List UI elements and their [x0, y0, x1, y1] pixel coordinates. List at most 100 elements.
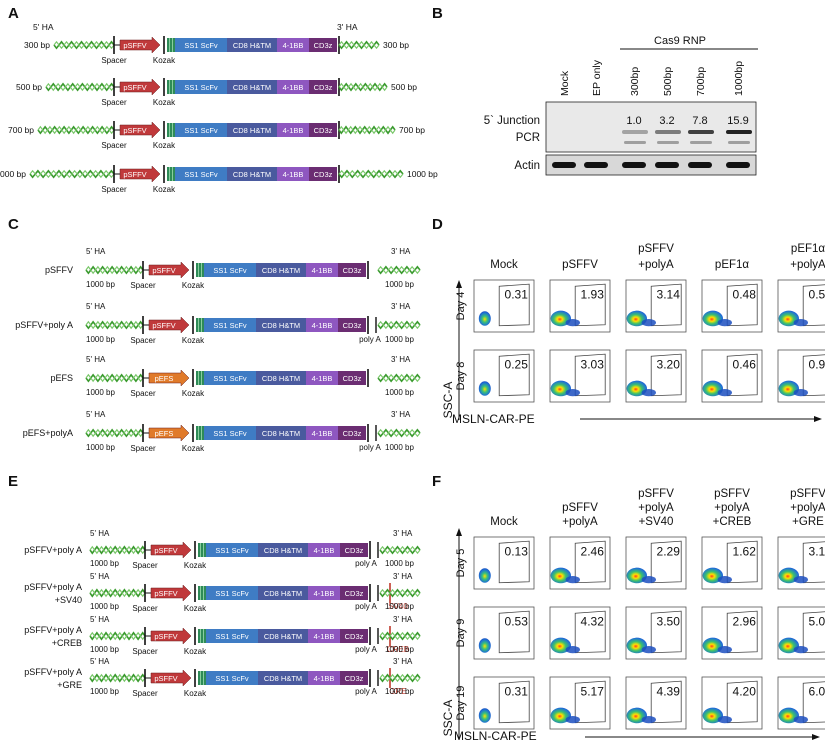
column-header: pSFFV: [638, 243, 674, 255]
flow-plot: 0.48: [701, 279, 763, 333]
ha3-label: 3' HA: [393, 657, 413, 666]
homology-arm-helix: [89, 588, 146, 598]
gate: [574, 680, 606, 724]
cd3z-label: CD3z: [314, 83, 333, 92]
lane-label: 1000bp: [733, 61, 745, 96]
construct-name: +GRE: [57, 680, 82, 690]
homology-arm-helix: [379, 631, 421, 641]
construct-name: pSFFV+poly A: [24, 545, 82, 555]
scfv-segment: [204, 318, 256, 332]
cd3z-segment: [340, 671, 368, 685]
construct-name: pSFFV+poly A: [24, 667, 82, 677]
cell-population: [641, 389, 656, 397]
scfv-label: SS1 ScFv: [213, 266, 247, 275]
cd3z-segment: [338, 371, 366, 385]
promoter-label: pSFFV: [154, 546, 177, 555]
promoter-arrow: [148, 316, 190, 334]
scfv-label: SS1 ScFv: [213, 374, 247, 383]
costim-segment: [277, 80, 309, 94]
promoter-label: pEFS: [155, 374, 174, 383]
row-label: PCR: [516, 132, 540, 144]
actin-band: [584, 162, 608, 168]
kozak-label: Kozak: [182, 444, 205, 453]
costim-segment: [306, 371, 338, 385]
promoter-arrow: [119, 36, 161, 54]
costim-label: 4-1BB: [312, 321, 333, 330]
ha-length-left: 1000 bp: [90, 559, 119, 568]
kozak-label: Kozak: [153, 185, 176, 194]
group-label: Cas9 RNP: [654, 35, 706, 47]
cell-population: [793, 576, 808, 584]
gate-percentage: 2.46: [581, 545, 605, 559]
cell-population: [717, 319, 732, 327]
cell-population: [565, 389, 580, 397]
gate: [650, 353, 682, 397]
cd3z-label: CD3z: [314, 126, 333, 135]
x-axis-label: MSLN-CAR-PE: [452, 412, 535, 426]
x-axis-label: MSLN-CAR-PE: [454, 729, 537, 743]
ha3-label: 3' HA: [391, 355, 411, 364]
flow-plot: 4.39: [625, 676, 687, 730]
ha5-label: 5' HA: [86, 355, 106, 364]
cell-population: [641, 646, 656, 654]
signal-peptide: [198, 629, 206, 643]
ha-length-right: 500 bp: [391, 82, 417, 92]
helix-strand: [45, 82, 115, 92]
scfv-segment: [204, 263, 256, 277]
ha-length-left: 1000 bp: [90, 602, 119, 611]
promoter-arrow: [148, 261, 190, 279]
gel-band: [655, 130, 681, 134]
gel-junction: [545, 101, 757, 153]
polya-label: poly A: [355, 602, 377, 611]
cd3z-segment: [338, 263, 366, 277]
scfv-label: SS1 ScFv: [184, 83, 218, 92]
ha-length-right: 1000 bp: [385, 645, 414, 654]
ha3-label: 3' HA: [391, 302, 411, 311]
homology-arm-helix: [338, 40, 380, 50]
gate: [726, 540, 758, 584]
actin-band: [552, 162, 576, 168]
hinge-segment: [256, 318, 306, 332]
actin-band: [688, 162, 712, 168]
cell-population: [565, 319, 580, 327]
ha-length-left: 700 bp: [8, 125, 34, 135]
flow-plot: 1.93: [549, 279, 611, 333]
hinge-label: CD8 H&TM: [264, 589, 302, 598]
gel-band: [726, 130, 752, 134]
promoter-arrow: [119, 165, 161, 183]
gate-percentage: 0.53: [505, 615, 529, 629]
construct-name: pEFS: [50, 373, 73, 383]
gate: [650, 540, 682, 584]
cell-population: [478, 708, 491, 723]
ha3-label: 3' HA: [391, 410, 411, 419]
signal-peptide: [196, 371, 204, 385]
gate: [726, 680, 758, 724]
gate: [802, 354, 825, 397]
ha-length-left: 1000 bp: [0, 169, 26, 179]
column-header: +polyA: [790, 259, 825, 271]
flow-plot: 2.29: [625, 536, 687, 590]
ha5-label: 5' HA: [90, 529, 110, 538]
promoter-label: pSFFV: [152, 321, 175, 330]
gate: [726, 283, 758, 327]
column-header: pEF1α: [791, 243, 825, 255]
gate-percentage: 0.59: [809, 288, 825, 302]
gate-percentage: 5.17: [581, 685, 605, 699]
flow-plot: 3.20: [625, 349, 687, 403]
cd3z-segment: [309, 80, 337, 94]
enhancer-label: GRE: [389, 687, 406, 696]
ha-length-left: 1000 bp: [90, 645, 119, 654]
hinge-label: CD8 H&TM: [233, 83, 271, 92]
flow-plot: 3.03: [549, 349, 611, 403]
gate-percentage: 0.46: [733, 358, 757, 372]
flow-plot: 0.59: [777, 279, 825, 333]
gate-percentage: 0.99: [809, 358, 825, 372]
hinge-segment: [227, 167, 277, 181]
gel-band: [657, 141, 679, 144]
gel-band: [728, 141, 750, 144]
cell-population: [793, 716, 808, 724]
signal-peptide: [198, 586, 206, 600]
spacer-label: Spacer: [101, 185, 127, 194]
helix-strand: [379, 545, 421, 555]
